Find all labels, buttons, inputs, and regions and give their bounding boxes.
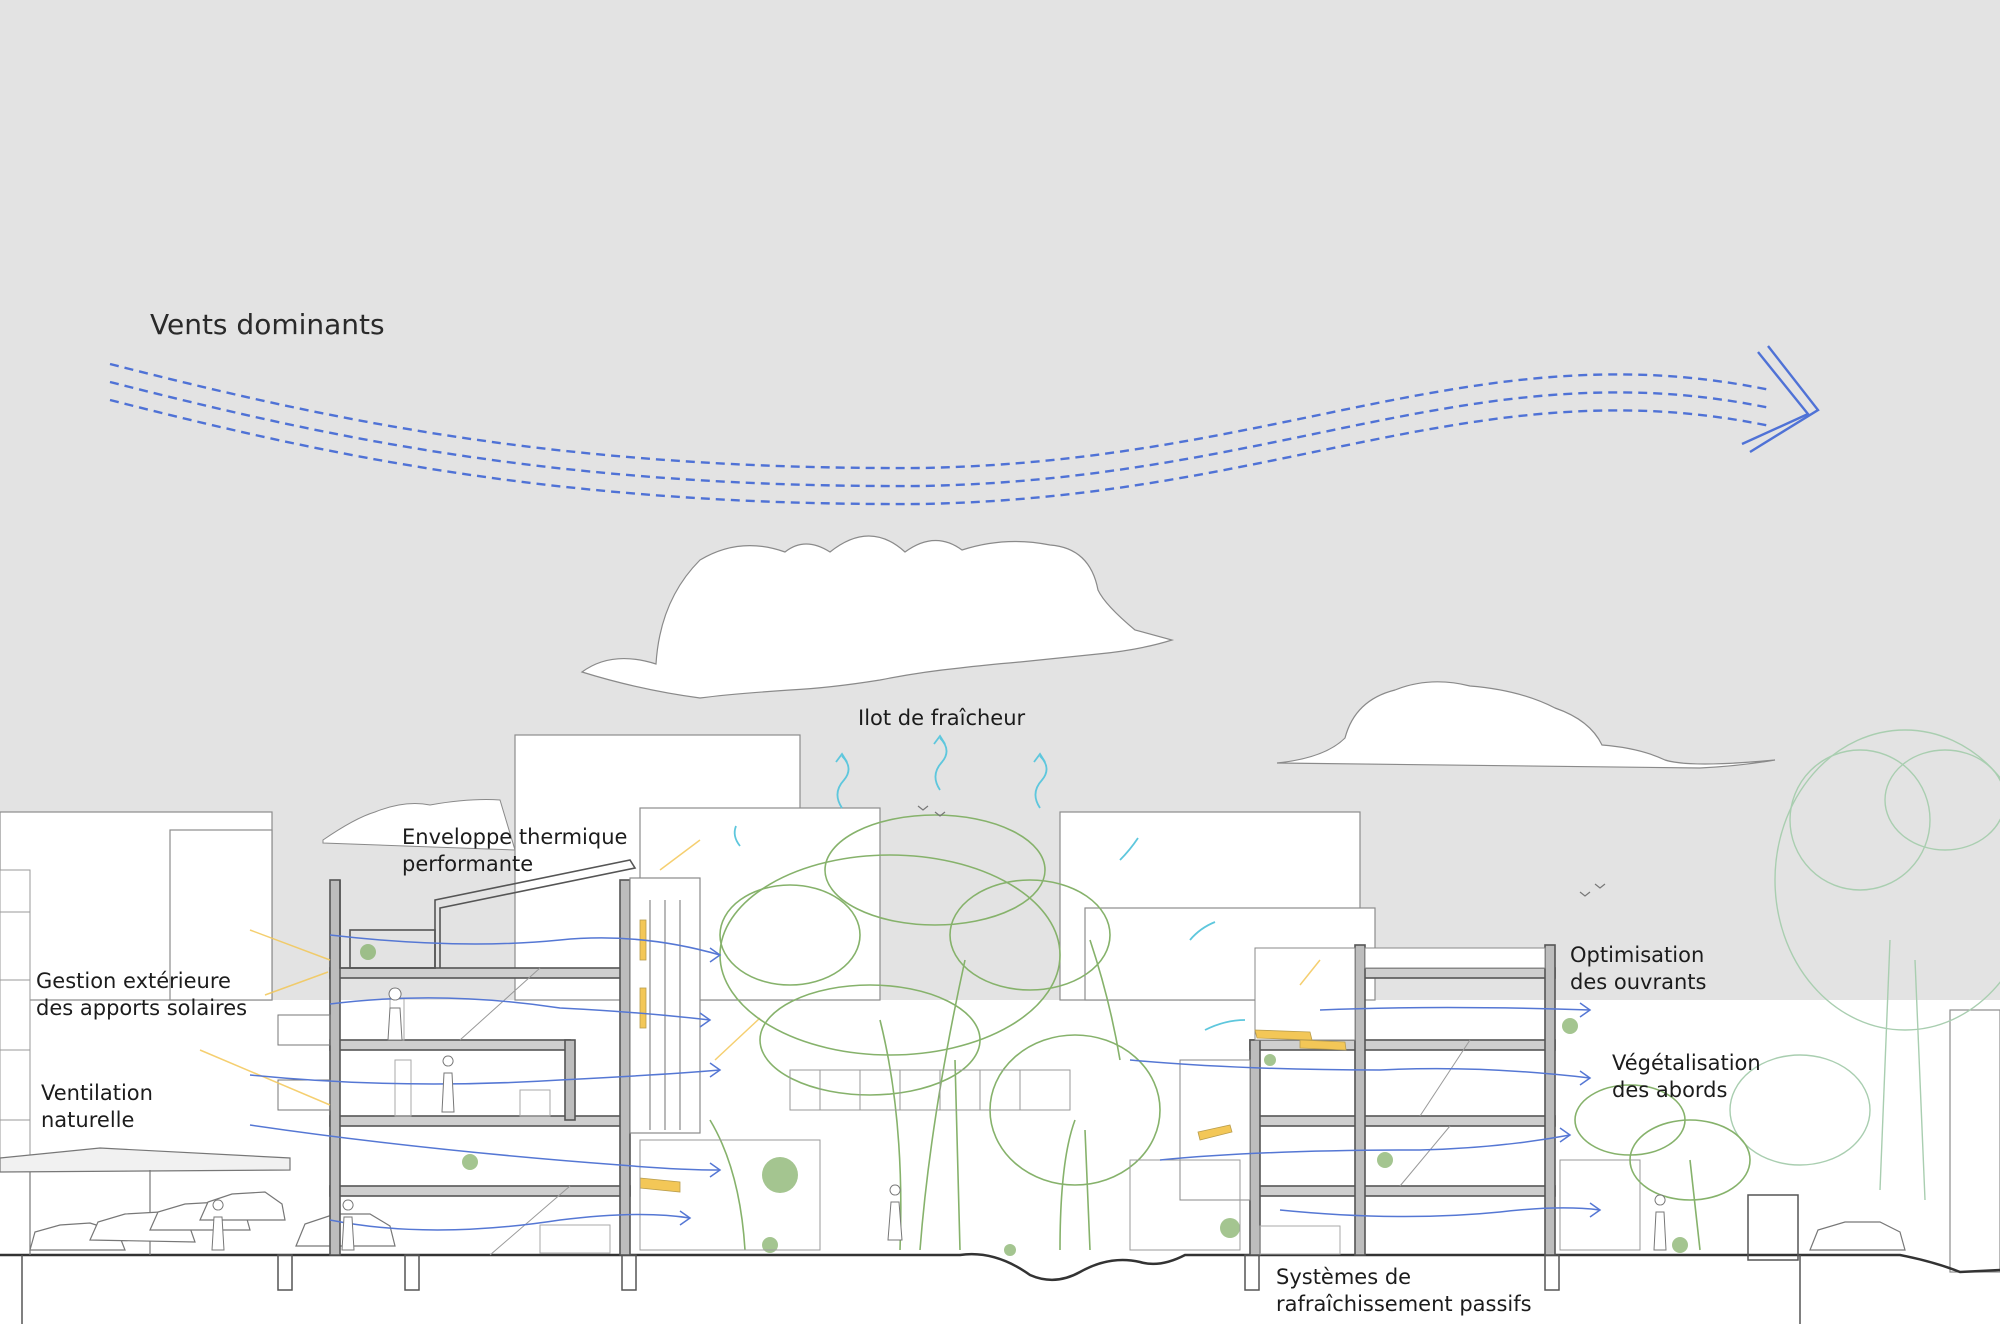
people (211, 987, 1667, 1251)
rising-air-arrows (733, 737, 1246, 1031)
foundations (21, 1194, 1801, 1324)
far-right-trees (1729, 729, 2000, 1201)
label-cool-island: Ilot de fraîcheur (858, 706, 1026, 730)
label-passive-cooling: Systèmes de rafraîchissement passifs (1276, 1265, 1532, 1316)
sun-rays (199, 839, 1321, 1106)
label-thermal-envelope: Enveloppe thermique performante (402, 825, 628, 876)
label-greening: Végétalisation des abords (1612, 1051, 1761, 1102)
courtyard-pergola (639, 1069, 1241, 1251)
wind-arrowhead-icon (1741, 345, 1820, 454)
label-prevailing-winds: Vents dominants (150, 308, 385, 341)
ground-area (0, 1000, 2000, 1324)
label-solar-management: Gestion extérieure des apports solaires (36, 969, 248, 1020)
ground-line (0, 1253, 2000, 1281)
label-openings-optimization: Optimisation des ouvrants (1570, 943, 1707, 994)
rising-air-arrowheads (835, 734, 1046, 763)
solar-shading (639, 919, 1347, 1193)
ventilation-arrowheads (679, 947, 1602, 1226)
sky (0, 0, 2000, 1000)
cloud-right (1276, 681, 1776, 769)
birds (917, 805, 1606, 897)
background-buildings (0, 734, 2000, 1273)
cloud-left (322, 799, 516, 851)
cloud-large (580, 535, 1175, 699)
far-left-facade (0, 869, 31, 1171)
label-natural-ventilation: Ventilation naturelle (41, 1081, 153, 1132)
right-building-section (1179, 944, 1641, 1256)
prevailing-wind-arrows (109, 362, 1771, 506)
natural-ventilation-flows (249, 934, 1601, 1231)
ground-plants (360, 944, 1688, 1256)
